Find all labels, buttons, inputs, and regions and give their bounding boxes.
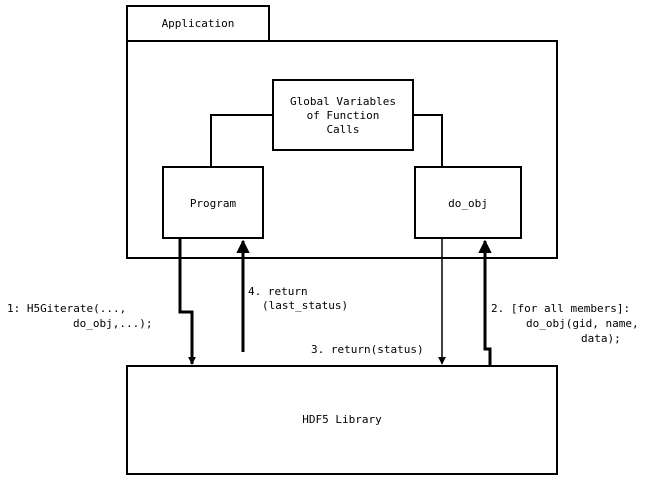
- step-1-line-1: 1: H5Giterate(...,: [7, 302, 126, 315]
- globals-line-1: Global Variables: [290, 95, 396, 108]
- arrow-h5giterate-shaft: [178, 238, 194, 364]
- do-obj-globals-link: [413, 114, 443, 167]
- global-variables-box: Global Variables of Function Calls: [272, 79, 414, 151]
- label-step-2: 2. [for all members]: do_obj(gid, name, …: [491, 302, 639, 345]
- step-3-line-1: 3. return(status): [311, 343, 424, 356]
- step-2-line-2: do_obj(gid, name,: [526, 317, 639, 330]
- application-label: Application: [162, 17, 235, 30]
- label-step-3: 3. return(status): [311, 343, 424, 356]
- globals-line-3: Calls: [326, 123, 359, 136]
- label-step-4: 4. return (last_status): [248, 285, 348, 312]
- step-1-line-2: do_obj,...);: [73, 317, 152, 330]
- application-body: [126, 40, 558, 259]
- arrow-callback-shaft: [483, 244, 492, 366]
- globals-line-2: of Function: [307, 109, 380, 122]
- do-obj-box: do_obj: [414, 166, 522, 239]
- hdf5-library-box: HDF5 Library: [126, 365, 558, 475]
- do-obj-label: do_obj: [448, 197, 488, 210]
- program-label: Program: [190, 197, 237, 210]
- step-2-line-1: 2. [for all members]:: [491, 302, 630, 315]
- label-step-1: 1: H5Giterate(..., do_obj,...);: [7, 302, 152, 330]
- step-2-line-3: data);: [581, 332, 621, 345]
- hdf5-library-label: HDF5 Library: [302, 413, 382, 426]
- program-globals-link: [210, 114, 273, 167]
- step-4-line-2: (last_status): [262, 299, 348, 312]
- program-box: Program: [162, 166, 264, 239]
- application-package: Application: [126, 5, 558, 259]
- step-4-line-1: 4. return: [248, 285, 308, 298]
